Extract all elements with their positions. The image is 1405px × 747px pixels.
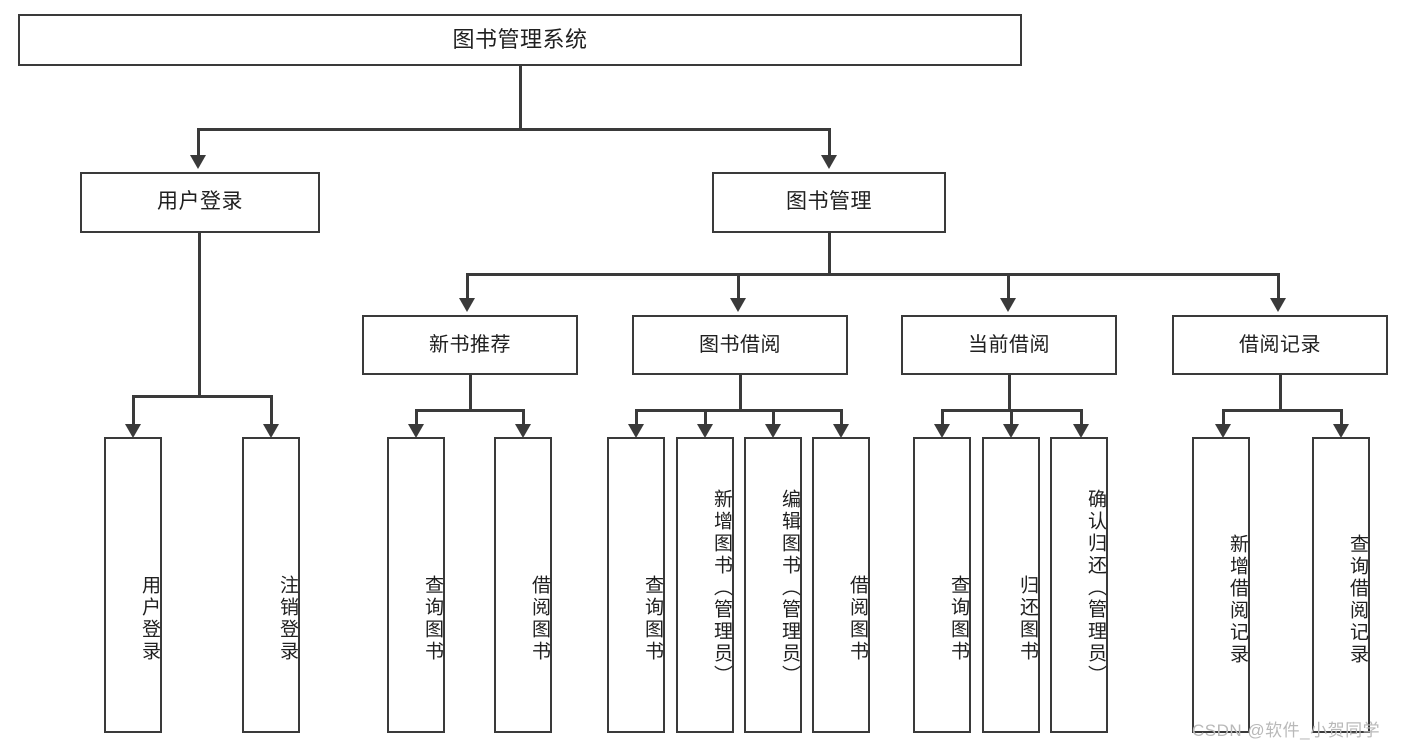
node-label: 新书推荐 — [429, 333, 511, 356]
node-label: 归还图书 — [1017, 575, 1038, 663]
node-new-book-recommend[interactable]: 新书推荐 — [362, 315, 578, 375]
connector-bm-drop-2 — [737, 273, 740, 301]
connector-nbr-drop-1 — [415, 409, 418, 427]
arrowhead-cb-leaf-2 — [1003, 424, 1019, 438]
csdn-watermark: CSDN @软件_小贺同学 — [1192, 721, 1381, 740]
arrowhead-bb-leaf-1 — [628, 424, 644, 438]
connector-root-stem — [519, 66, 522, 129]
node-label: 借阅图书 — [529, 575, 550, 663]
node-user-login[interactable]: 用户登录 — [80, 172, 320, 233]
arrowhead-nbr-leaf-1 — [408, 424, 424, 438]
node-label: 编辑图书（管理员） — [779, 489, 800, 687]
node-label: 查询图书 — [422, 575, 443, 663]
leaf-cb-query-book[interactable]: 查询图书 — [913, 437, 971, 733]
arrowhead-cb-leaf-1 — [934, 424, 950, 438]
node-label: 确认归还（管理员） — [1085, 489, 1106, 687]
leaf-br-add-record[interactable]: 新增借阅记录 — [1192, 437, 1250, 733]
leaf-user-login[interactable]: 用户登录 — [104, 437, 162, 733]
node-book-management[interactable]: 图书管理 — [712, 172, 946, 233]
leaf-nbr-query-book[interactable]: 查询图书 — [387, 437, 445, 733]
node-label: 注销登录 — [277, 575, 298, 663]
node-current-borrow[interactable]: 当前借阅 — [901, 315, 1117, 375]
arrowhead-new-book-recommend — [459, 298, 475, 312]
connector-cb-stem — [1008, 375, 1011, 411]
node-borrow-record[interactable]: 借阅记录 — [1172, 315, 1388, 375]
connector-user-login-drop-1 — [132, 395, 135, 427]
arrowhead-leaf-user-login — [125, 424, 141, 438]
arrowhead-current-borrow — [1000, 298, 1016, 312]
connector-bb-drop-3 — [772, 409, 775, 427]
node-label: 图书管理 — [786, 190, 872, 214]
node-label: 查询借阅记录 — [1347, 534, 1368, 666]
node-label: 新增借阅记录 — [1227, 534, 1248, 666]
connector-br-drop-1 — [1222, 409, 1225, 427]
connector-user-login-bus — [132, 395, 272, 398]
arrowhead-leaf-logout — [263, 424, 279, 438]
node-label: 查询图书 — [948, 575, 969, 663]
connector-br-bus — [1222, 409, 1343, 412]
connector-bb-drop-4 — [840, 409, 843, 427]
connector-bb-drop-2 — [704, 409, 707, 427]
leaf-logout[interactable]: 注销登录 — [242, 437, 300, 733]
node-label: 查询图书 — [642, 575, 663, 663]
arrowhead-bb-leaf-3 — [765, 424, 781, 438]
connector-bm-drop-4 — [1277, 273, 1280, 301]
arrowhead-cb-leaf-3 — [1073, 424, 1089, 438]
leaf-bb-edit-book-admin[interactable]: 编辑图书（管理员） — [744, 437, 802, 733]
leaf-nbr-borrow-book[interactable]: 借阅图书 — [494, 437, 552, 733]
connector-bm-drop-3 — [1007, 273, 1010, 301]
leaf-bb-add-book-admin[interactable]: 新增图书（管理员） — [676, 437, 734, 733]
connector-root-to-book-manage — [828, 128, 831, 158]
connector-bb-drop-1 — [635, 409, 638, 427]
connector-bm-drop-1 — [466, 273, 469, 301]
connector-root-bus — [197, 128, 831, 131]
node-label: 用户登录 — [157, 190, 243, 214]
leaf-bb-query-book[interactable]: 查询图书 — [607, 437, 665, 733]
arrowhead-bb-leaf-2 — [697, 424, 713, 438]
node-label: 图书管理系统 — [452, 27, 588, 53]
connector-book-manage-bus — [466, 273, 1280, 276]
connector-bb-bus — [635, 409, 843, 412]
connector-user-login-stem — [198, 233, 201, 397]
node-label: 当前借阅 — [968, 333, 1050, 356]
node-root-system[interactable]: 图书管理系统 — [18, 14, 1022, 66]
arrowhead-bb-leaf-4 — [833, 424, 849, 438]
leaf-cb-confirm-return-admin[interactable]: 确认归还（管理员） — [1050, 437, 1108, 733]
connector-book-manage-stem — [828, 233, 831, 275]
node-label: 用户登录 — [139, 575, 160, 663]
node-label: 借阅图书 — [847, 575, 868, 663]
leaf-cb-return-book[interactable]: 归还图书 — [982, 437, 1040, 733]
arrowhead-book-borrow — [730, 298, 746, 312]
arrowhead-nbr-leaf-2 — [515, 424, 531, 438]
connector-user-login-drop-2 — [270, 395, 273, 427]
connector-cb-drop-1 — [941, 409, 944, 427]
leaf-bb-borrow-book[interactable]: 借阅图书 — [812, 437, 870, 733]
connector-nbr-bus — [415, 409, 525, 412]
node-label: 图书借阅 — [699, 333, 781, 356]
leaf-br-query-record[interactable]: 查询借阅记录 — [1312, 437, 1370, 733]
node-label: 借阅记录 — [1239, 333, 1321, 356]
connector-nbr-drop-2 — [522, 409, 525, 427]
arrowhead-br-leaf-2 — [1333, 424, 1349, 438]
connector-nbr-stem — [469, 375, 472, 411]
connector-bb-stem — [739, 375, 742, 411]
arrowhead-br-leaf-1 — [1215, 424, 1231, 438]
arrowhead-user-login — [190, 155, 206, 169]
connector-cb-drop-2 — [1010, 409, 1013, 427]
connector-br-drop-2 — [1340, 409, 1343, 427]
connector-root-to-user-login — [197, 128, 200, 158]
connector-cb-drop-3 — [1080, 409, 1083, 427]
connector-br-stem — [1279, 375, 1282, 411]
node-label: 新增图书（管理员） — [711, 489, 732, 687]
arrowhead-book-manage — [821, 155, 837, 169]
node-book-borrow[interactable]: 图书借阅 — [632, 315, 848, 375]
arrowhead-borrow-record — [1270, 298, 1286, 312]
